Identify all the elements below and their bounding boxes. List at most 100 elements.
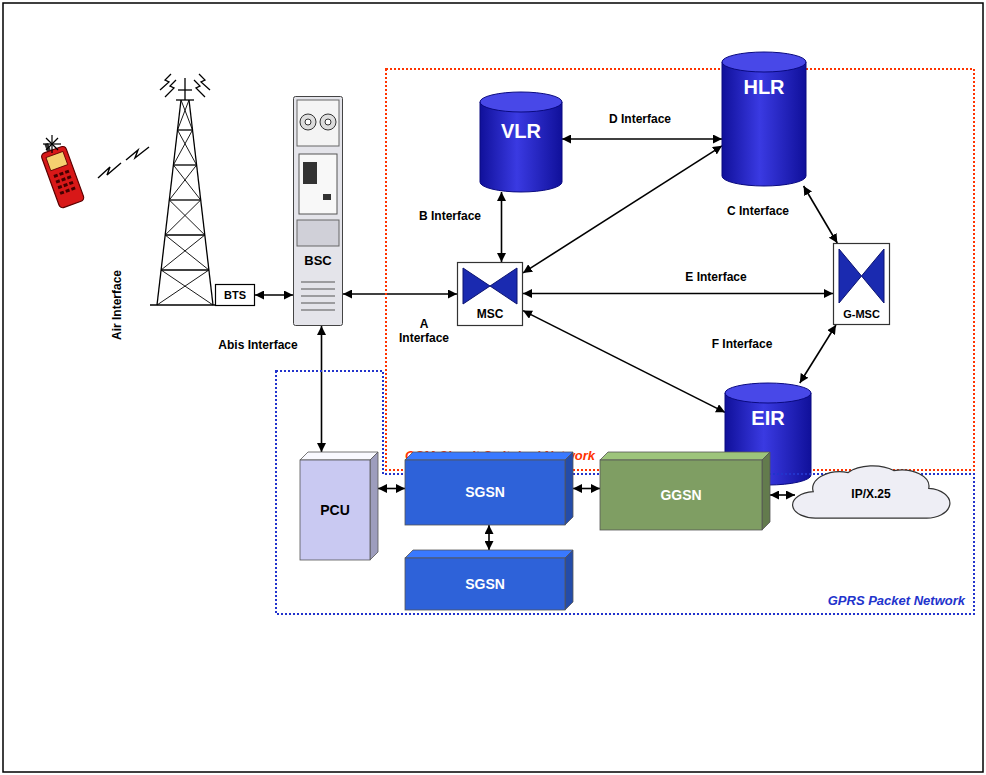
pcu-box: PCU	[300, 452, 378, 560]
box-top-face	[405, 550, 573, 558]
interface-connector	[523, 311, 725, 413]
box-top-face	[600, 452, 770, 460]
region-border	[276, 371, 974, 614]
database-cylinder: VLR	[480, 92, 562, 192]
interface-connector	[523, 293, 833, 295]
switch-symbol	[862, 249, 885, 303]
switch-box: MSC	[457, 262, 523, 326]
node-label: VLR	[501, 120, 541, 143]
node-outline	[722, 52, 806, 186]
radio-tower	[150, 74, 216, 305]
panel-button	[323, 194, 331, 200]
cabinet-drawer	[297, 220, 339, 246]
box-border	[216, 285, 255, 306]
network-region: GSM Circuit Switched NetworkVLRHLRMSCG-M…	[385, 68, 975, 472]
switch-symbol	[839, 249, 862, 303]
interface-connector	[770, 494, 795, 496]
cylinder-body	[480, 102, 562, 192]
box-border	[834, 244, 890, 325]
box-side-face	[370, 452, 378, 560]
node-outline	[293, 96, 343, 326]
cylinder-top	[725, 383, 811, 403]
box-front-face	[405, 460, 565, 525]
interface-label: B Interface	[417, 210, 483, 224]
interface-connector	[562, 138, 722, 140]
interface-connector	[804, 186, 838, 243]
ggsn-box: GGSN	[600, 452, 770, 530]
node-label: SGSN	[465, 484, 505, 500]
tape-hub	[305, 119, 311, 125]
box-side-face	[565, 550, 573, 610]
interface-label: A Interface	[392, 318, 456, 346]
panel-display	[303, 162, 317, 184]
node-label: HLR	[743, 76, 784, 99]
node-label: BSC	[304, 254, 331, 269]
box-front-face	[300, 460, 370, 560]
interface-connector	[800, 325, 836, 383]
sgsn-box: SGSN	[405, 452, 573, 525]
phone-keypad	[53, 170, 75, 195]
node-label: PCU	[320, 502, 350, 518]
box-border	[458, 263, 523, 326]
node-label: MSC	[477, 308, 504, 322]
interface-connector	[321, 326, 323, 452]
interface-connector	[378, 488, 405, 490]
switch-symbol	[463, 268, 490, 304]
vent-line	[301, 303, 335, 304]
phone-screen	[46, 151, 68, 170]
interface-connector	[255, 294, 293, 296]
vent-line	[301, 296, 335, 297]
cloud-outline	[793, 466, 950, 518]
vent-line	[301, 282, 335, 283]
node-label: SGSN	[465, 576, 505, 592]
interface-label: F Interface	[710, 338, 775, 352]
cylinder-top	[480, 92, 562, 112]
box-front-face	[405, 558, 565, 610]
interface-connector	[501, 192, 503, 262]
picture-frame	[3, 3, 983, 772]
interface-label: Abis Interface	[216, 339, 299, 353]
node-label: EIR	[751, 407, 784, 430]
phone-body	[41, 145, 85, 208]
interface-label: Air Interface	[111, 270, 125, 340]
switch-symbol	[490, 268, 517, 304]
cylinder-body	[722, 62, 806, 186]
signal-spark	[43, 135, 61, 153]
vent-line	[301, 289, 335, 290]
region-title: GPRS Packet Network	[828, 594, 965, 609]
box-top-face	[300, 452, 378, 460]
interface-connector	[488, 525, 490, 550]
node-label: GGSN	[660, 487, 701, 503]
network-cloud: IP/X.25	[795, 462, 947, 528]
box-side-face	[762, 452, 770, 530]
cylinder-top	[722, 52, 806, 72]
radio-signal	[98, 163, 121, 178]
tape-hub	[325, 119, 331, 125]
interface-label: E Interface	[683, 271, 748, 285]
region-border	[386, 69, 974, 470]
interface-connector	[343, 293, 457, 295]
bsc-cabinet: BSC	[293, 96, 343, 326]
switch-box: G-MSC	[833, 243, 890, 325]
cabinet-body	[294, 97, 343, 326]
bts-box: BTS	[215, 284, 255, 306]
interface-label: C Interface	[725, 205, 791, 219]
node-label: IP/X.25	[851, 488, 890, 502]
node-label: BTS	[224, 289, 246, 302]
interface-connector	[573, 488, 600, 490]
box-side-face	[565, 452, 573, 525]
box-top-face	[405, 452, 573, 460]
database-cylinder: HLR	[722, 52, 806, 186]
vent-line	[301, 310, 335, 311]
network-region: GPRS Packet NetworkPCUSGSNGGSNIP/X.25SGS…	[275, 370, 975, 615]
tape-reel	[300, 114, 316, 130]
cabinet-panel	[299, 154, 337, 214]
mobile-phone	[38, 138, 85, 209]
sgsn-box: SGSN	[405, 550, 573, 610]
cabinet-header	[297, 100, 339, 146]
radio-signal	[126, 147, 149, 160]
tape-reel	[320, 114, 336, 130]
box-front-face	[600, 460, 762, 530]
node-label: G-MSC	[843, 308, 880, 321]
